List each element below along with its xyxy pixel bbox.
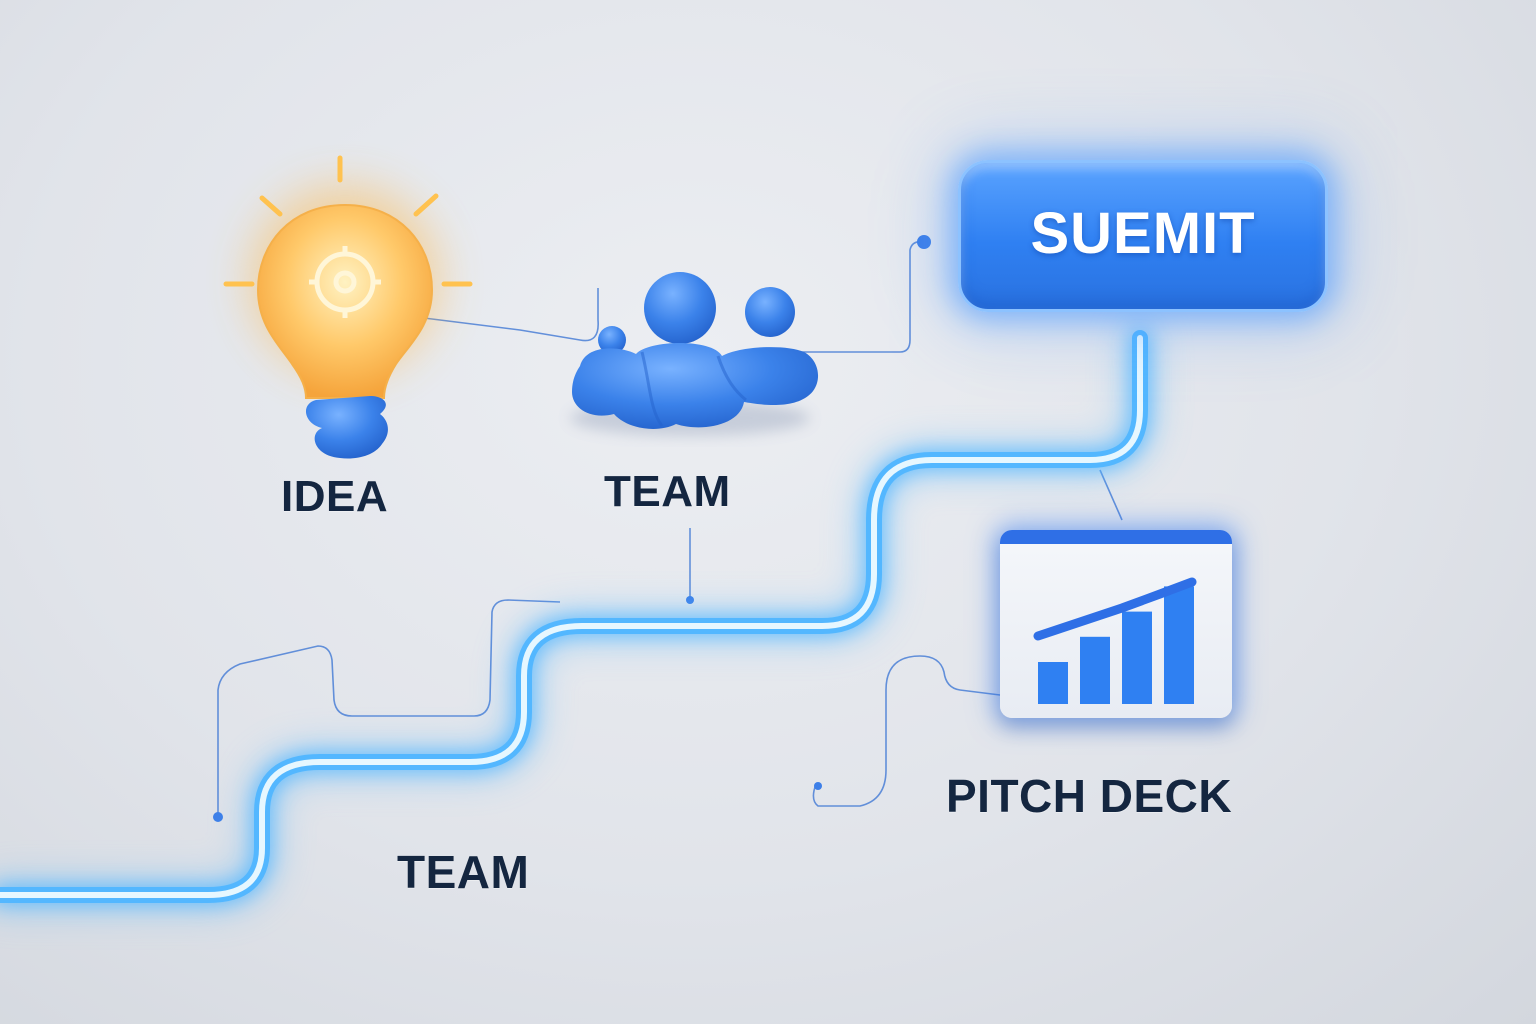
submit-button-label: SUEMIT: [1030, 200, 1256, 266]
team-label-top: TEAM: [604, 467, 731, 516]
pitch-deck-label: PITCH DECK: [946, 770, 1233, 822]
pitch-bar: [1164, 586, 1194, 704]
team-bodies: [572, 343, 819, 429]
connector-dot: [686, 596, 694, 604]
team-label-bottom: TEAM: [397, 846, 530, 898]
team-figures-icon: [570, 272, 819, 436]
team-head-left: [598, 326, 626, 354]
bulb-rays: [223, 155, 473, 287]
connector-dot: [917, 235, 931, 249]
pitch-bar: [1038, 662, 1068, 704]
submit-button[interactable]: SUEMIT: [958, 160, 1328, 312]
pitch-deck-card: [1000, 530, 1232, 718]
connector-left-loop: [217, 599, 561, 815]
connector-idea-team: [423, 288, 599, 342]
pitch-bar: [1122, 611, 1152, 704]
neon-path: [0, 321, 1157, 912]
connector-team-submit: [800, 240, 925, 353]
idea-label: IDEA: [281, 472, 389, 521]
team-head-center: [644, 272, 716, 344]
connector-pitch: [812, 655, 1041, 807]
connector-dot: [213, 812, 223, 822]
connector-submit-pitch: [1099, 469, 1123, 521]
gear-icon: [309, 246, 381, 318]
bar-chart-icon: [1033, 577, 1197, 704]
team-head-right: [745, 287, 795, 337]
pitch-bar: [1080, 636, 1110, 704]
lightbulb-icon: [223, 155, 473, 459]
trend-line: [1033, 577, 1197, 641]
connector-dot: [814, 782, 822, 790]
connector-lines: [217, 240, 1123, 815]
connector-dots: [213, 235, 931, 822]
pitch-bars: [1038, 586, 1194, 704]
